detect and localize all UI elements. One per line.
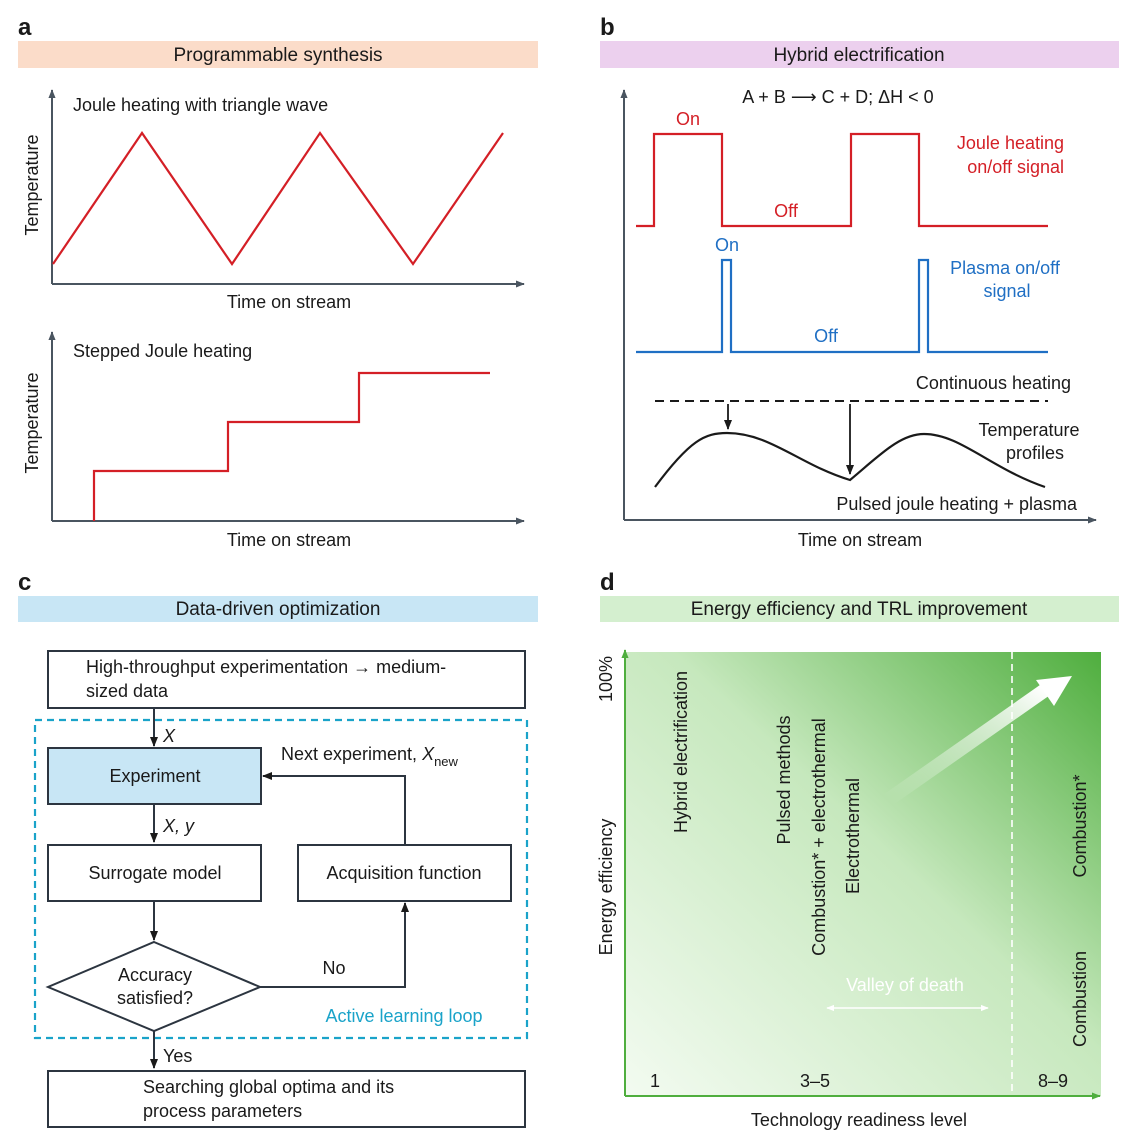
plasma-on-label: On xyxy=(715,235,739,255)
panel-c-title-band xyxy=(18,596,538,622)
panel-b-title-band xyxy=(600,41,1119,68)
acquisition-function-box xyxy=(297,844,512,902)
label-combustion: Combustion xyxy=(1070,951,1090,1047)
b-equation: A + B ⟶ C + D; ΔH < 0 xyxy=(742,87,933,107)
d-ylabel: Energy efficiency xyxy=(596,819,616,956)
joule-signal-line xyxy=(636,132,1048,228)
hte-box xyxy=(47,650,526,709)
next-experiment-label: Next experiment, Xnew xyxy=(281,744,459,769)
active-learning-loop-label: Active learning loop xyxy=(325,1006,482,1026)
a-top-annotation: Joule heating with triangle wave xyxy=(73,95,328,115)
no-label: No xyxy=(322,958,345,978)
panel-a-title-band xyxy=(18,41,538,68)
trl-tick-8-9: 8–9 xyxy=(1038,1071,1068,1091)
a-bottom-xlabel: Time on stream xyxy=(227,530,351,550)
joule-off-label: Off xyxy=(774,201,799,221)
panel-d-title: Energy efficiency and TRL improvement xyxy=(691,599,1028,620)
accuracy-text-2: satisfied? xyxy=(117,988,193,1008)
improvement-arrow-head xyxy=(1036,676,1072,706)
acquisition-function-label: Acquisition function xyxy=(326,863,481,883)
temperature-profile-curve xyxy=(654,431,1046,489)
panel-d-label: d xyxy=(600,569,615,596)
arrow-acquisition-to-experiment xyxy=(262,772,406,845)
joule-legend-1: Joule heating xyxy=(957,133,1064,153)
improvement-arrow-shaft xyxy=(883,684,1050,806)
label-combustion-electrothermal: Combustion* + electrothermal xyxy=(809,718,829,956)
triangle-wave-line xyxy=(52,131,504,266)
active-learning-loop-box xyxy=(33,718,529,1040)
panel-d-title-band xyxy=(600,596,1119,622)
panel-c-label: c xyxy=(18,569,31,596)
trl-tick-3-5: 3–5 xyxy=(800,1071,830,1091)
next-experiment-var: X xyxy=(421,744,435,764)
panel-b: b Hybrid electrification Time on stream … xyxy=(600,14,1119,550)
trl-tick-1: 1 xyxy=(650,1071,660,1091)
pulsed-heating-label: Pulsed joule heating + plasma xyxy=(836,494,1078,514)
stepped-heating-line xyxy=(92,371,490,521)
yes-label: Yes xyxy=(163,1046,192,1066)
joule-legend-2: on/off signal xyxy=(967,157,1064,177)
a-bottom-annotation: Stepped Joule heating xyxy=(73,341,252,361)
panel-a-title: Programmable synthesis xyxy=(173,45,382,66)
accuracy-decision-diamond xyxy=(45,940,263,1033)
panel-d: d Energy efficiency and TRL improvement … xyxy=(596,569,1119,1130)
panel-b-title: Hybrid electrification xyxy=(773,45,944,66)
search-text-1: Searching global optima and its xyxy=(143,1077,394,1097)
accuracy-text-1: Accuracy xyxy=(118,965,192,985)
temperature-profiles-2: profiles xyxy=(1006,443,1064,463)
label-hybrid-electrification: Hybrid electrification xyxy=(671,671,691,833)
hte-text-2: sized data xyxy=(86,681,169,701)
experiment-label: Experiment xyxy=(109,766,200,786)
xy-label: X, y xyxy=(162,816,195,836)
label-pulsed-methods: Pulsed methods xyxy=(774,715,794,844)
plasma-off-label: Off xyxy=(814,326,839,346)
temperature-profiles-1: Temperature xyxy=(978,420,1079,440)
a-top-ylabel: Temperature xyxy=(22,134,42,235)
panel-c: c Data-driven optimization Active learni… xyxy=(18,569,538,1128)
d-y100-label: 100% xyxy=(596,656,616,702)
panel-c-title: Data-driven optimization xyxy=(176,599,381,620)
x-label: X xyxy=(162,726,176,746)
panel-a: a Programmable synthesis Joule heating w… xyxy=(18,14,538,550)
next-experiment-sub: new xyxy=(434,754,458,769)
experiment-box xyxy=(47,747,262,805)
a-bottom-ylabel: Temperature xyxy=(22,372,42,473)
panel-a-label: a xyxy=(18,14,32,41)
search-text-2: process parameters xyxy=(143,1101,302,1121)
joule-on-label: On xyxy=(676,109,700,129)
panel-b-label: b xyxy=(600,14,615,41)
a-top-xlabel: Time on stream xyxy=(227,292,351,312)
surrogate-model-label: Surrogate model xyxy=(88,863,221,883)
valley-of-death-label: Valley of death xyxy=(846,975,964,995)
efficiency-gradient-field xyxy=(625,652,1101,1096)
label-electrothermal: Electrothermal xyxy=(843,778,863,894)
d-xlabel: Technology readiness level xyxy=(751,1110,967,1130)
hte-text-1: High-throughput experimentation → medium… xyxy=(86,657,446,677)
search-optima-box xyxy=(47,1070,526,1128)
next-experiment-text: Next experiment, xyxy=(281,744,422,764)
plasma-signal-line xyxy=(636,258,1048,354)
plasma-legend-2: signal xyxy=(983,281,1030,301)
continuous-heating-label: Continuous heating xyxy=(916,373,1071,393)
label-combustion-star: Combustion* xyxy=(1070,774,1090,877)
arrow-no-to-acquisition xyxy=(260,902,409,988)
b-xlabel: Time on stream xyxy=(798,530,922,550)
plasma-legend-1: Plasma on/off xyxy=(950,258,1061,278)
